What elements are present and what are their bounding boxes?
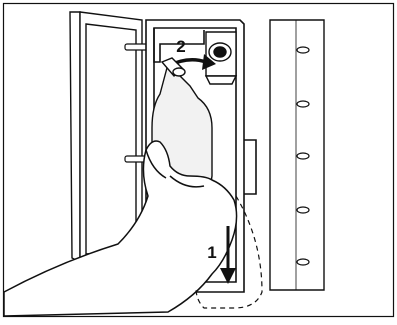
filter-holder bbox=[206, 32, 236, 84]
step-2-label: 2 bbox=[176, 37, 185, 56]
step-1-label: 1 bbox=[207, 243, 216, 262]
